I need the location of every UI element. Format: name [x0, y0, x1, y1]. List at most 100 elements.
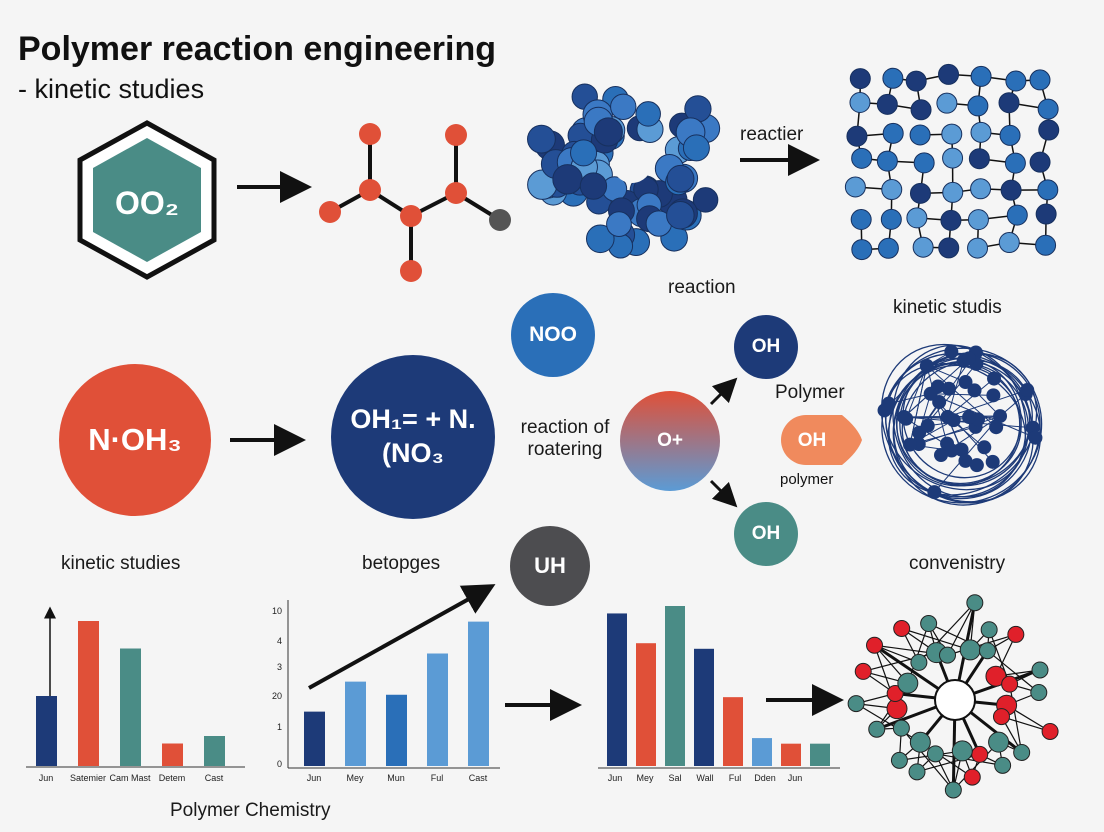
grid-node	[1035, 203, 1057, 225]
grid-node	[1005, 70, 1027, 92]
grid-node	[876, 93, 898, 115]
tangle-node	[958, 375, 973, 390]
cluster-sphere	[635, 101, 661, 127]
tangle-bond	[930, 393, 994, 396]
grid-node	[882, 67, 904, 89]
bar	[36, 696, 57, 766]
arrow-down-right	[709, 479, 738, 508]
tangle-node	[969, 458, 984, 473]
grid-node	[846, 125, 868, 147]
y-tick-label: 3	[277, 662, 282, 672]
grid-node	[1038, 119, 1060, 141]
hub-node	[1030, 684, 1048, 702]
cluster-hole	[612, 143, 652, 183]
bar	[345, 681, 366, 766]
grid-node	[941, 123, 963, 145]
tangle-node	[941, 381, 956, 396]
cluster-sphere	[610, 93, 637, 120]
tangle-node	[877, 403, 892, 418]
grid-node	[882, 122, 904, 144]
hub-node	[963, 768, 981, 786]
tangle-bond	[888, 393, 931, 405]
hub-node	[944, 781, 962, 799]
grid-node	[967, 95, 989, 117]
cluster-sphere	[527, 124, 556, 154]
x-tick-label: Mey	[346, 773, 364, 783]
tangle-node	[989, 420, 1004, 435]
hub-node	[939, 646, 957, 664]
tangle-bond	[947, 389, 1028, 418]
hub-bond	[1009, 684, 1023, 753]
x-tick-label: Jun	[788, 773, 803, 783]
x-tick-label: Jun	[307, 773, 322, 783]
tangle-node	[1020, 383, 1035, 398]
bar	[427, 653, 448, 766]
grid-node	[851, 239, 873, 261]
hub-center	[934, 679, 976, 721]
polymer-label: Polymer	[775, 382, 845, 403]
cluster-sphere	[593, 117, 623, 147]
tangled-polymer-sphere	[877, 343, 1043, 506]
betopges-label: betopges	[362, 553, 441, 574]
grid-node	[1029, 151, 1051, 173]
grid-node	[942, 181, 964, 203]
tangle-node	[933, 448, 948, 463]
bar	[781, 743, 801, 766]
hub-node	[866, 636, 884, 654]
cluster-sphere	[585, 224, 615, 254]
branched-molecule	[329, 134, 502, 271]
hub-node	[854, 662, 872, 680]
x-tick-label: Jun	[39, 773, 54, 783]
grid-node	[849, 91, 871, 113]
y-tick-label: 1	[277, 722, 282, 732]
x-tick-label: Detem	[159, 773, 186, 783]
navy-circle-formula: OH₁= + N.(NO₃	[350, 404, 476, 468]
kinetic-studies-label: kinetic studies	[61, 553, 181, 574]
hexagon-molecule	[77, 120, 217, 280]
noo-bubble: NOO	[511, 293, 595, 377]
grid-node	[909, 182, 931, 204]
grid-node	[940, 209, 962, 231]
grid-node	[936, 92, 958, 114]
cluster-sphere	[682, 134, 710, 162]
grid-node	[912, 236, 934, 258]
grid-node	[1037, 179, 1059, 201]
kinetic-studis-label: kinetic studis	[893, 297, 1002, 318]
gradient-reaction-bubble: O+	[620, 391, 720, 491]
tangle-node	[946, 413, 961, 428]
tangle-node	[967, 383, 982, 398]
oh-drop-text: OH	[797, 430, 827, 451]
grid-node	[877, 237, 899, 259]
hub-node	[971, 745, 989, 763]
bar	[607, 613, 627, 766]
tangle-strand	[881, 347, 1043, 504]
grid-node	[1035, 234, 1057, 256]
tangle-node	[927, 485, 942, 500]
hub-node	[910, 653, 928, 671]
tangle-node	[1028, 430, 1043, 445]
grid-node	[998, 232, 1020, 254]
grid-node	[881, 179, 903, 201]
hub-node	[892, 719, 910, 737]
cluster-sphere	[692, 187, 719, 213]
grid-node	[970, 65, 992, 87]
hub-node	[985, 665, 1007, 687]
grid-node	[967, 237, 989, 259]
oh-top-bubble: OH	[734, 315, 798, 379]
hub-node	[992, 708, 1010, 726]
noo-text: NOO	[529, 323, 577, 346]
grid-node	[910, 99, 932, 121]
bar	[386, 694, 407, 766]
bar	[162, 743, 183, 766]
navy-product-circle: OH₁= + N.(NO₃	[331, 355, 495, 519]
oh-bottom-bubble: OH	[734, 502, 798, 566]
hub-node	[897, 672, 919, 694]
x-tick-label: Ful	[431, 773, 444, 783]
tangle-strand	[884, 363, 1027, 491]
red-reagent-circle: N·OH₃	[59, 364, 211, 516]
tangle-node	[962, 410, 977, 425]
page-subtitle: - kinetic studies	[18, 74, 205, 104]
